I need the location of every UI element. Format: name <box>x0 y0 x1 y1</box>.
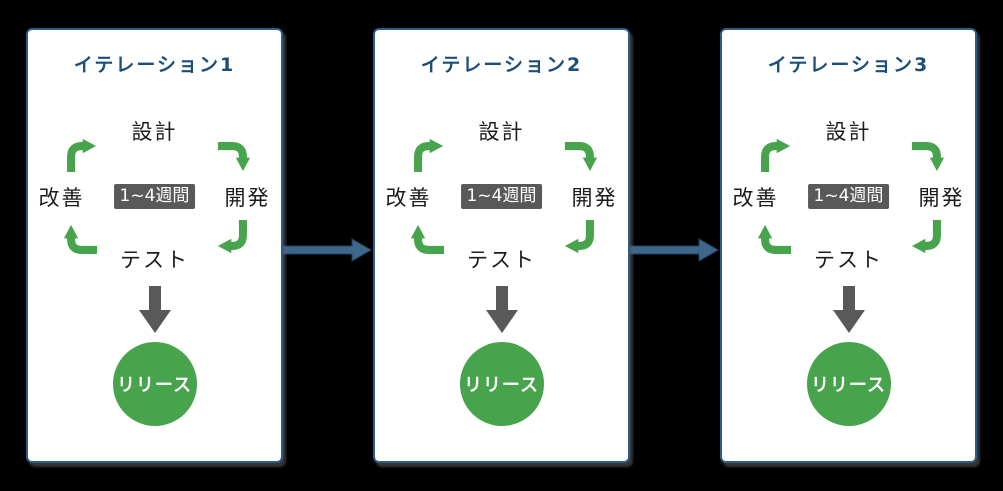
flow-arrow-icon <box>630 237 720 263</box>
duration-badge: 1~4週間 <box>113 184 196 210</box>
duration-badge: 1~4週間 <box>460 184 543 210</box>
panel-title: イテレーション2 <box>420 54 583 76</box>
cycle-arrow-turn-left-icon <box>911 220 945 254</box>
step-develop: 開発 <box>571 186 618 210</box>
cycle-arrow-turn-down-icon <box>217 138 251 172</box>
step-improve: 改善 <box>38 186 85 210</box>
step-develop: 開発 <box>224 186 271 210</box>
cycle-arrow-up-right-icon <box>410 138 444 172</box>
cycle-arrow-turn-down-icon <box>564 138 598 172</box>
duration-badge: 1~4週間 <box>807 184 890 210</box>
cycle-arrow-turn-left-icon <box>564 220 598 254</box>
step-test: テスト <box>814 248 883 272</box>
iteration-panel-3: イテレーション3 設計 改善 1~4週間 開発 テスト リリース <box>720 28 977 463</box>
down-arrow-icon <box>137 286 173 334</box>
cycle-arrow-up-right-icon <box>63 138 97 172</box>
panel-title: イテレーション1 <box>73 54 236 76</box>
iteration-panel-2: イテレーション2 設計 改善 1~4週間 開発 テスト リリース <box>373 28 630 463</box>
step-design: 設計 <box>478 120 525 144</box>
step-test: テスト <box>120 248 189 272</box>
down-arrow-icon <box>831 286 867 334</box>
cycle-diagram: 設計 改善 1~4週間 開発 テスト <box>733 116 965 278</box>
cycle-diagram: 設計 改善 1~4週間 開発 テスト <box>39 116 271 278</box>
step-design: 設計 <box>825 120 872 144</box>
panel-title: イテレーション3 <box>767 54 930 76</box>
release-label: リリース <box>463 375 540 396</box>
release-label: リリース <box>810 375 887 396</box>
flow-arrow-icon <box>283 237 373 263</box>
release-label: リリース <box>116 375 193 396</box>
release-circle: リリース <box>806 342 891 426</box>
release-circle: リリース <box>459 342 544 426</box>
cycle-arrow-turn-down-icon <box>911 138 945 172</box>
step-develop: 開発 <box>918 186 965 210</box>
release-circle: リリース <box>112 342 197 426</box>
cycle-diagram: 設計 改善 1~4週間 開発 テスト <box>386 116 618 278</box>
cycle-arrow-turn-left-icon <box>217 220 251 254</box>
cycle-arrow-up-right-icon <box>757 138 791 172</box>
step-improve: 改善 <box>732 186 779 210</box>
step-test: テスト <box>467 248 536 272</box>
step-design: 設計 <box>131 120 178 144</box>
down-arrow-icon <box>484 286 520 334</box>
step-improve: 改善 <box>385 186 432 210</box>
iteration-panel-1: イテレーション1 設計 改善 1~4週間 開発 テスト リリース <box>26 28 283 463</box>
